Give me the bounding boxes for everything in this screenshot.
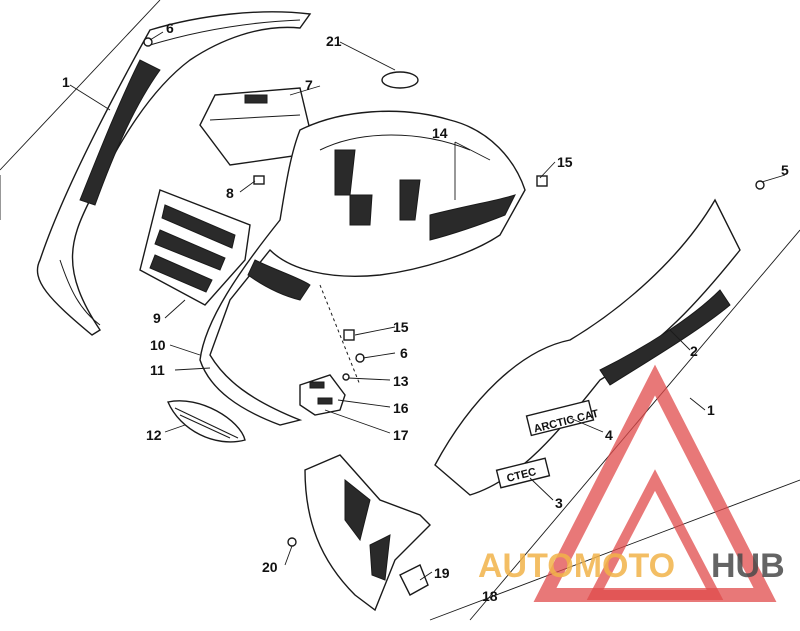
callout-19: 19 bbox=[434, 565, 450, 581]
callout-1-right: 1 bbox=[707, 402, 715, 418]
callout-1-left: 1 bbox=[62, 74, 70, 90]
callout-3: 3 bbox=[555, 495, 563, 511]
fasteners bbox=[143, 37, 765, 547]
callout-18: 18 bbox=[482, 588, 498, 604]
hood-assembly bbox=[199, 71, 526, 426]
watermark-triangle-inner bbox=[586, 469, 724, 600]
callout-9: 9 bbox=[153, 310, 161, 326]
brand-decal-box bbox=[525, 399, 595, 437]
left-side-panel bbox=[0, 0, 312, 336]
mesh-screen-part-12 bbox=[167, 400, 246, 443]
watermark-text-part2: HUB bbox=[711, 547, 785, 585]
callout-20: 20 bbox=[262, 559, 278, 575]
callout-6-top: 6 bbox=[166, 20, 174, 36]
callout-8: 8 bbox=[226, 185, 234, 201]
watermark-text-part1: AUTOMOTO bbox=[478, 547, 675, 585]
callout-4: 4 bbox=[605, 427, 613, 443]
callout-21: 21 bbox=[326, 33, 342, 49]
cap-part-21 bbox=[381, 71, 419, 89]
callout-5: 5 bbox=[781, 162, 789, 178]
callout-15-top: 15 bbox=[557, 154, 573, 170]
model-decal-box bbox=[495, 457, 551, 489]
callout-2: 2 bbox=[690, 343, 698, 359]
bracket-part-16-17 bbox=[299, 374, 346, 416]
callout-15-mid: 15 bbox=[393, 319, 409, 335]
clip-part-19 bbox=[399, 564, 429, 596]
right-side-panel: ARCTIC CAT CTEC bbox=[434, 198, 800, 621]
callout-10: 10 bbox=[150, 337, 166, 353]
callout-13: 13 bbox=[393, 373, 409, 389]
callout-12: 12 bbox=[146, 427, 162, 443]
callout-11: 11 bbox=[150, 362, 165, 378]
callout-17: 17 bbox=[393, 427, 409, 443]
callout-7: 7 bbox=[305, 77, 313, 93]
callout-14: 14 bbox=[432, 125, 448, 141]
watermark-logo: AUTOMOTO HUB bbox=[478, 364, 785, 602]
leader-lines bbox=[69, 31, 786, 581]
callouts: 1 1 2 3 4 5 6 6 7 8 9 10 11 12 13 14 15 … bbox=[62, 20, 789, 604]
callout-16: 16 bbox=[393, 400, 409, 416]
callout-6-mid: 6 bbox=[400, 345, 408, 361]
vent-part-9 bbox=[139, 189, 251, 306]
